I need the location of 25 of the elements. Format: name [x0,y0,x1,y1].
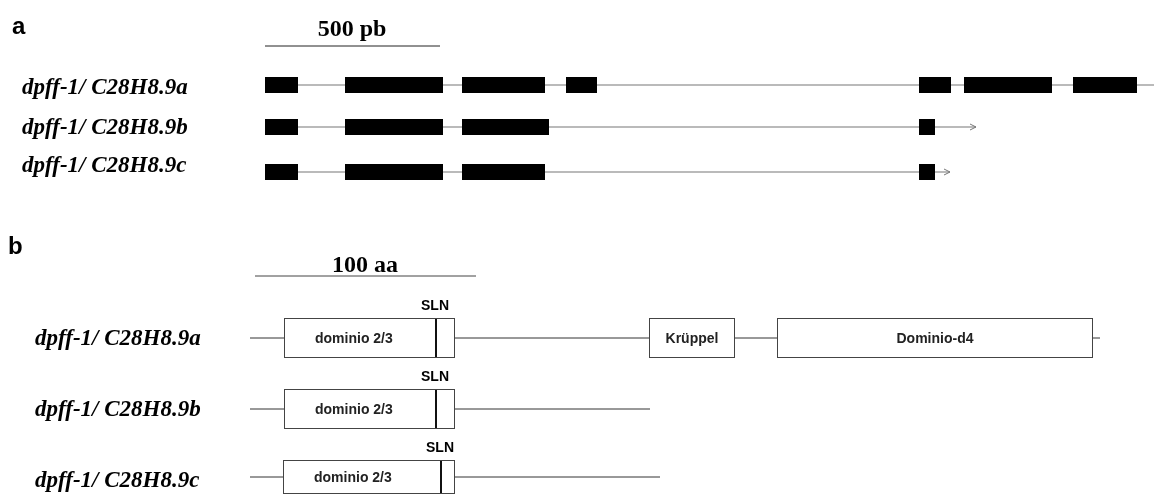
motif-label: SLN [426,440,454,454]
domain-box [649,318,735,358]
backbone-line [454,337,650,339]
motif-label: SLN [421,369,449,383]
scale-label: 500 pb [317,16,387,40]
domain-box [284,318,455,358]
gene-name: dpff-1/ C28H8.9c [22,153,187,176]
domain-box [283,460,455,494]
domain-box [284,389,455,429]
gene-name: dpff-1/ C28H8.9b [22,115,188,138]
backbone-line [734,337,778,339]
domain-box [777,318,1093,358]
motif-label: SLN [421,298,449,312]
scale-label: 100 aa [332,252,398,276]
domain-name: dominio 2/3 [315,401,393,417]
gene-name: dpff-1/ C28H8.9a [22,75,188,98]
domain-name: Dominio-d4 [896,330,974,346]
gene-name: dpff-1/ C28H8.9a [35,326,201,349]
domain-name: Krüppel [665,330,719,346]
panel-letter: b [8,234,23,258]
domain-name: dominio 2/3 [315,330,393,346]
panel-letter: a [12,14,26,38]
gene-name: dpff-1/ C28H8.9c [35,468,200,491]
gene-name: dpff-1/ C28H8.9b [35,397,201,420]
domain-name: dominio 2/3 [314,469,392,485]
